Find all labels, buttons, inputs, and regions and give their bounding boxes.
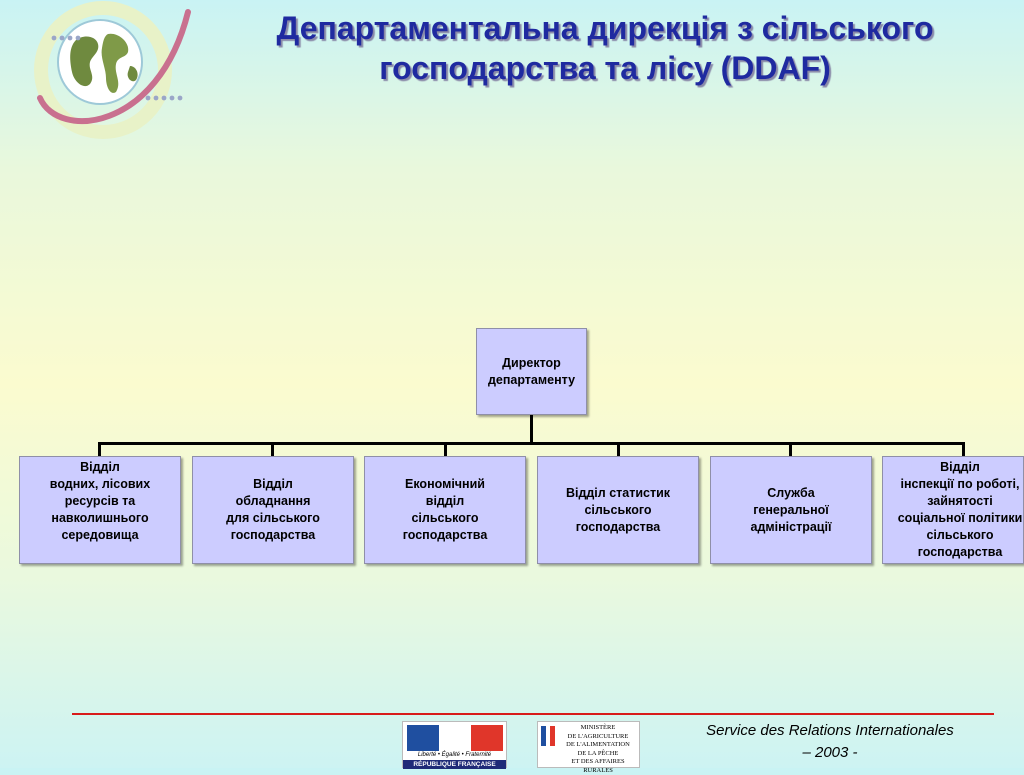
connector-drop-2 bbox=[271, 442, 274, 456]
republique-francaise-logo: Liberté • Égalité • Fraternité RÉPUBLIQU… bbox=[402, 721, 507, 769]
french-flag-icon bbox=[407, 725, 503, 751]
org-box-dept-water-forest-environment: Відділ водних, лісових ресурсів та навко… bbox=[19, 456, 181, 564]
org-box-general-administration: Служба генеральної адміністрації bbox=[710, 456, 872, 564]
org-box-dept-agri-economics: Економічний відділ сільського господарст… bbox=[364, 456, 526, 564]
connector-director-down bbox=[530, 414, 533, 444]
org-box-dept-agri-equipment: Відділ обладнання для сільського господа… bbox=[192, 456, 354, 564]
connector-drop-1 bbox=[98, 442, 101, 456]
org-box-director: Директор департаменту bbox=[476, 328, 587, 415]
org-box-dept-agri-statistics: Відділ статистик сільського господарства bbox=[537, 456, 699, 564]
footer-line-2: – 2003 - bbox=[802, 744, 858, 761]
org-box-dept-labour-inspection: Відділ інспекції по роботі, зайнятості с… bbox=[882, 456, 1024, 564]
ministry-logo: MINISTÈRE DE L'AGRICULTURE DE L'ALIMENTA… bbox=[537, 721, 640, 774]
connector-drop-6 bbox=[962, 442, 965, 456]
footer-line-1: Service des Relations Internationales bbox=[706, 722, 954, 739]
connector-drop-4 bbox=[617, 442, 620, 456]
rf-motto: Liberté • Égalité • Fraternité bbox=[417, 752, 492, 758]
rf-name: RÉPUBLIQUE FRANÇAISE bbox=[403, 760, 506, 769]
footer-rule bbox=[72, 713, 994, 715]
globe-orbit-icon bbox=[34, 1, 191, 139]
ministry-flag-icon bbox=[541, 726, 556, 746]
connector-horizontal-bus bbox=[98, 442, 965, 445]
footer-credit: Service des Relations Internationales – … bbox=[650, 720, 1010, 764]
title-line-1: Департаментальна дирекція з сільського bbox=[276, 10, 934, 46]
page-title: Департаментальна дирекція з сільського г… bbox=[180, 8, 1024, 88]
title-line-2: господарства та лісу (DDAF) bbox=[379, 50, 831, 86]
connector-drop-3 bbox=[444, 442, 447, 456]
connector-drop-5 bbox=[789, 442, 792, 456]
ministry-name: MINISTÈRE DE L'AGRICULTURE DE L'ALIMENTA… bbox=[566, 724, 630, 774]
